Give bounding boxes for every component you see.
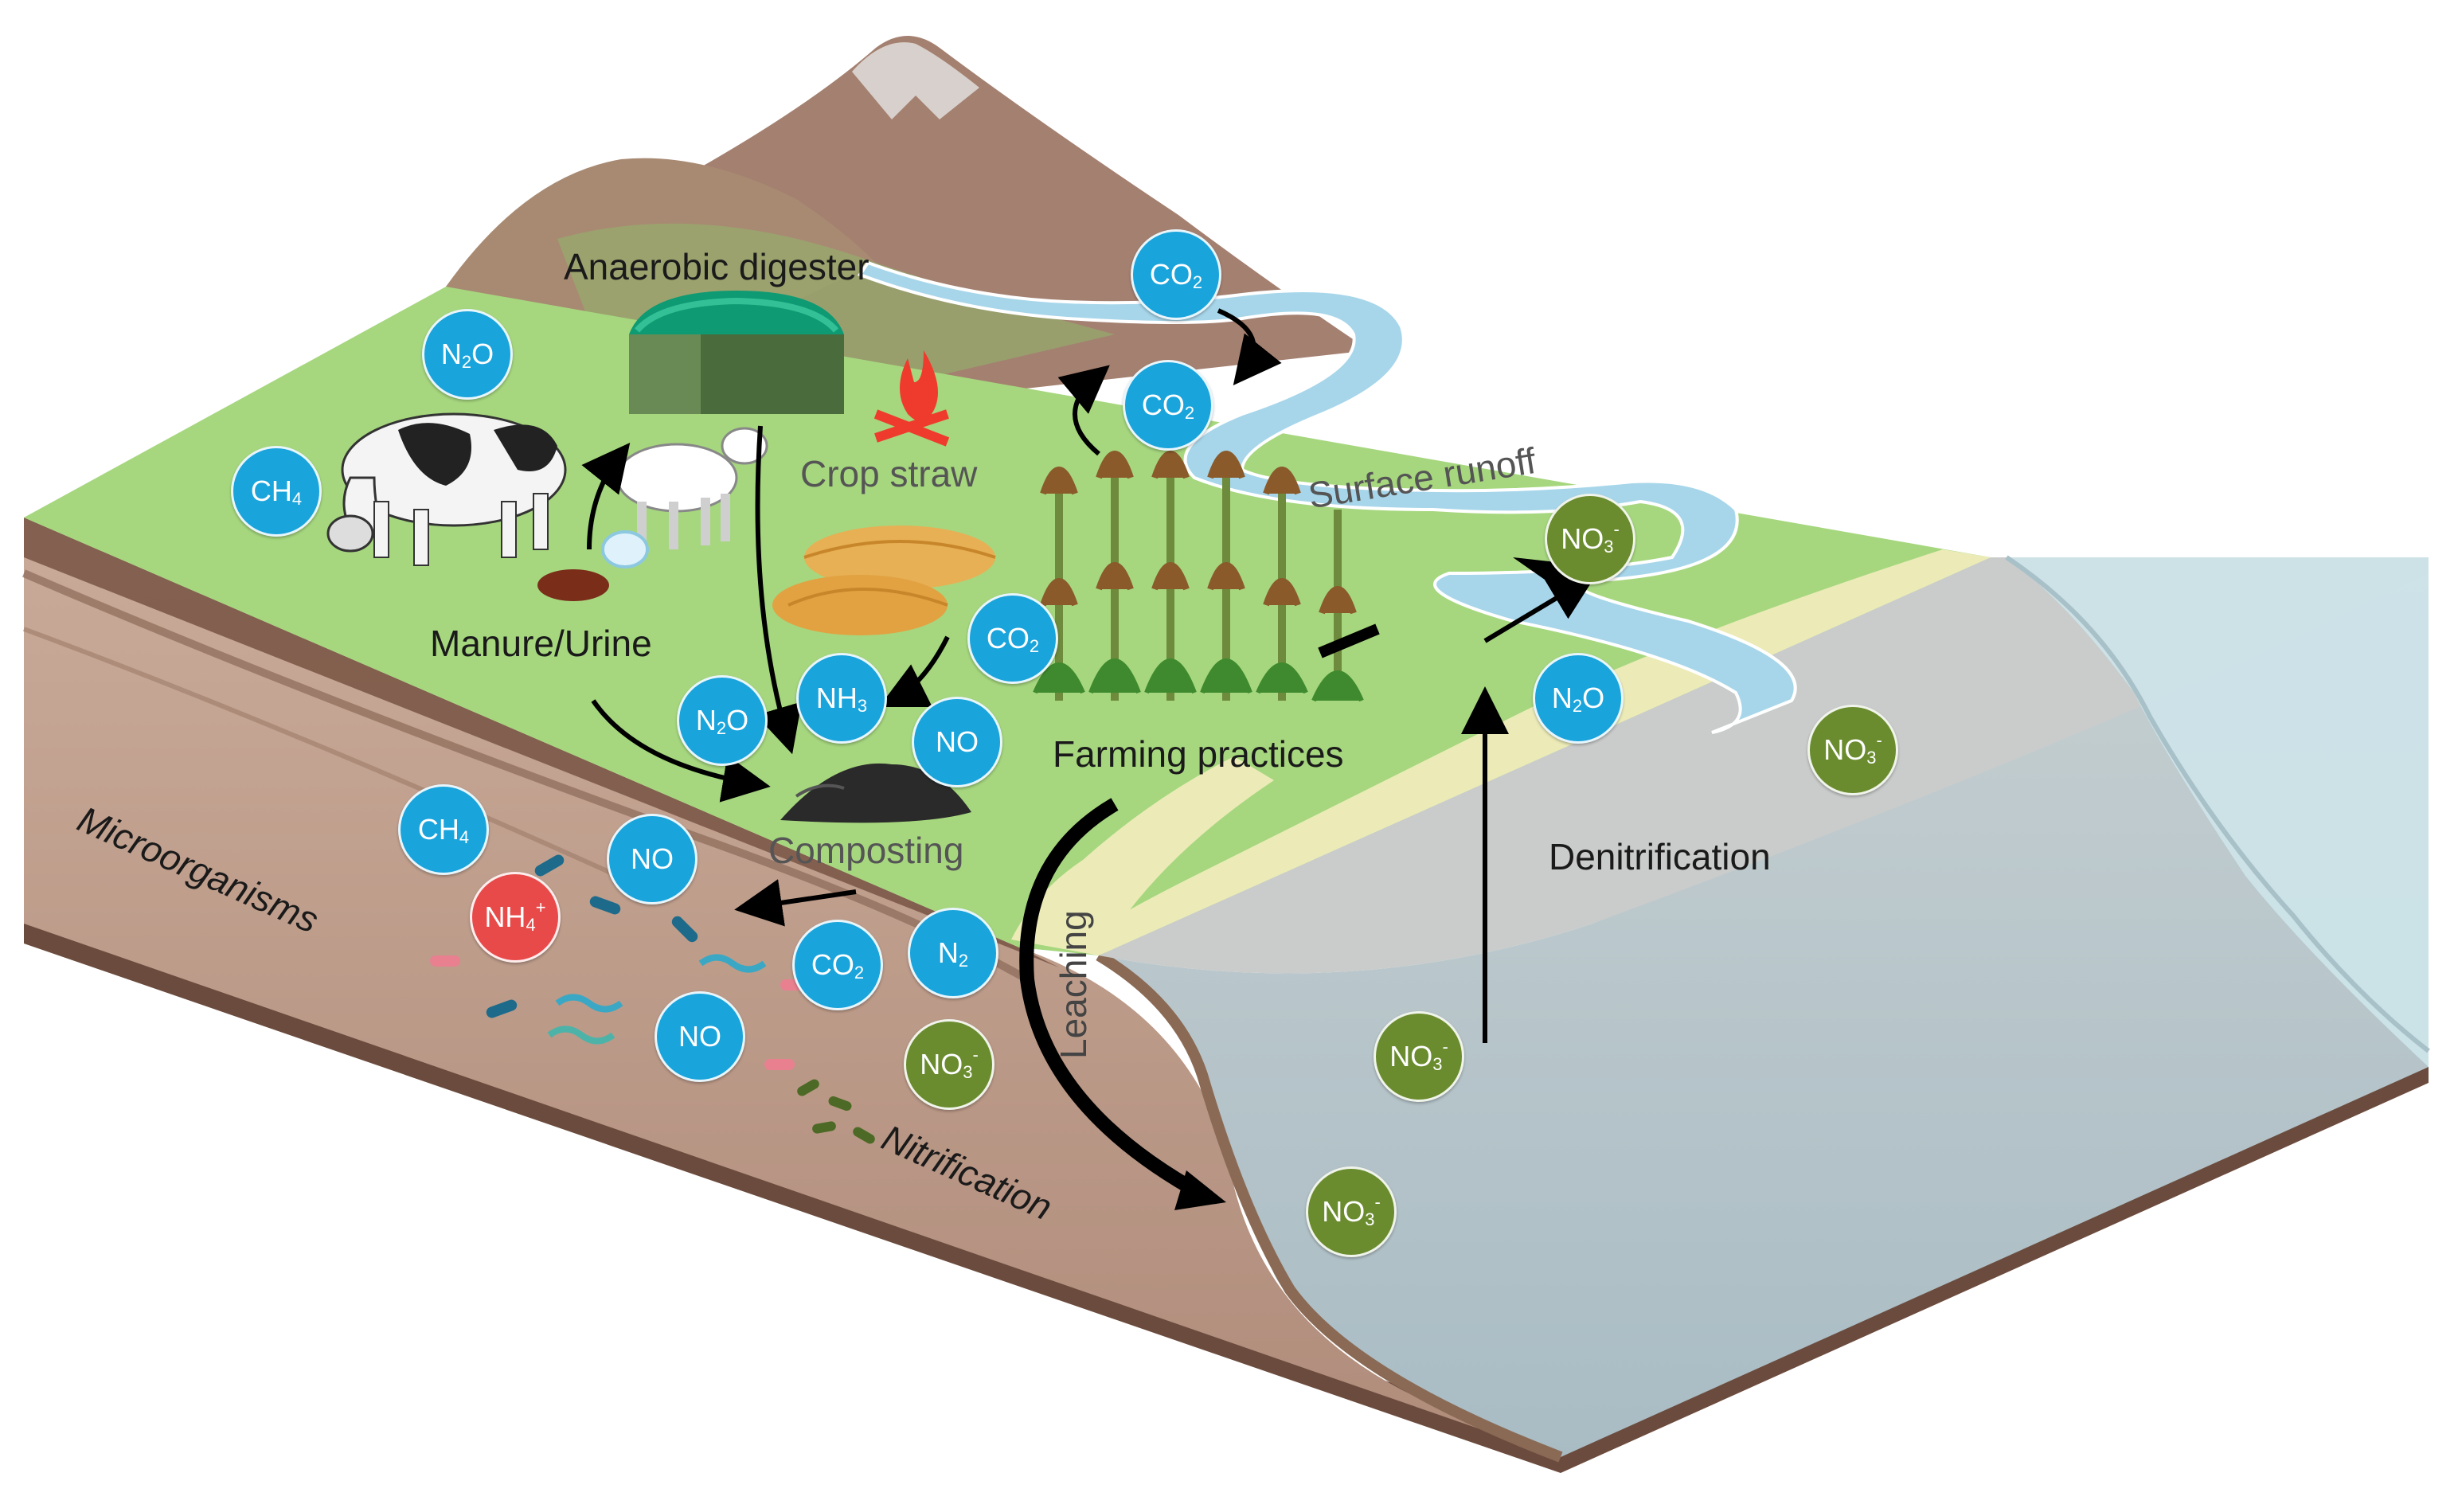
cow-icon: [326, 412, 567, 566]
fire-icon: [873, 350, 950, 447]
co2-base: CO: [986, 622, 1030, 654]
co2-base: CO: [1149, 258, 1193, 291]
no3-sub: 3: [1866, 748, 1877, 768]
n2o-tail: O: [471, 338, 494, 370]
n2o-base: N: [1551, 682, 1573, 714]
straw-icon: [772, 525, 996, 635]
no3-sub: 3: [1365, 1209, 1375, 1229]
n2-base: N: [937, 936, 959, 969]
no-bubble-deep: NO: [655, 991, 745, 1082]
digester-icon: [629, 291, 844, 414]
ch4-base: CH: [417, 813, 459, 846]
composting-label: Composting: [768, 830, 964, 871]
no3-sup: -: [1613, 519, 1620, 539]
nh4-base: NH: [484, 901, 526, 933]
no3-base: NO: [1561, 522, 1604, 555]
no3-sup: -: [1374, 1192, 1381, 1212]
nh4-sub: 4: [526, 915, 536, 935]
crop-straw-label: Crop straw: [800, 453, 978, 494]
co2-sub: 2: [1184, 403, 1195, 423]
n2o-base: N: [695, 704, 717, 736]
n2-sub: 2: [958, 951, 969, 971]
nh3-sub: 3: [857, 696, 868, 716]
co2-base: CO: [1141, 389, 1185, 421]
no-base: NO: [631, 842, 674, 875]
no3-sup: -: [1442, 1037, 1448, 1057]
no3-sub: 3: [963, 1062, 973, 1082]
no3-sub: 3: [1604, 537, 1614, 557]
ch4-sub: 4: [459, 827, 470, 847]
manure-icon: [537, 530, 649, 601]
no-bubble-soil: NO: [607, 814, 698, 904]
manure-urine-label: Manure/Urine: [430, 623, 652, 664]
n2o-tail: O: [726, 704, 749, 736]
n2o-sub: 2: [461, 352, 472, 372]
n2o-base: N: [440, 338, 462, 370]
co2-sub: 2: [854, 963, 865, 983]
farming-practices-label: Farming practices: [1053, 733, 1344, 775]
crop-icon: [1033, 451, 1364, 702]
no-base: NO: [678, 1020, 721, 1053]
water-body: [1099, 573, 2429, 1457]
compost-icon: [780, 763, 971, 823]
no3-sup: -: [972, 1045, 979, 1065]
no3-sup: -: [1876, 730, 1882, 750]
nh4-sup: +: [535, 897, 546, 917]
ch4-sub: 4: [291, 489, 303, 509]
n2o-tail: O: [1582, 682, 1605, 714]
n2o-sub: 2: [1572, 696, 1583, 716]
process-arrows: [581, 308, 1597, 1043]
n2o-sub: 2: [716, 718, 727, 738]
co2-sub: 2: [1192, 272, 1203, 292]
no3-base: NO: [920, 1048, 963, 1080]
no3-base: NO: [1322, 1195, 1366, 1228]
co2-sub: 2: [1029, 636, 1040, 656]
ch4-base: CH: [250, 475, 292, 507]
anaerobic-digester-label: Anaerobic digester: [564, 246, 869, 287]
denitrification-label: Denitrification: [1549, 836, 1771, 877]
no3-base: NO: [1823, 733, 1867, 766]
nh3-base: NH: [815, 682, 858, 714]
no-bubble-compost: NO: [912, 697, 1002, 787]
no3-sub: 3: [1432, 1054, 1443, 1074]
no-base: NO: [936, 725, 979, 758]
no3-base: NO: [1389, 1040, 1433, 1072]
leaching-label: Leaching: [1053, 910, 1094, 1059]
co2-base: CO: [811, 948, 854, 981]
